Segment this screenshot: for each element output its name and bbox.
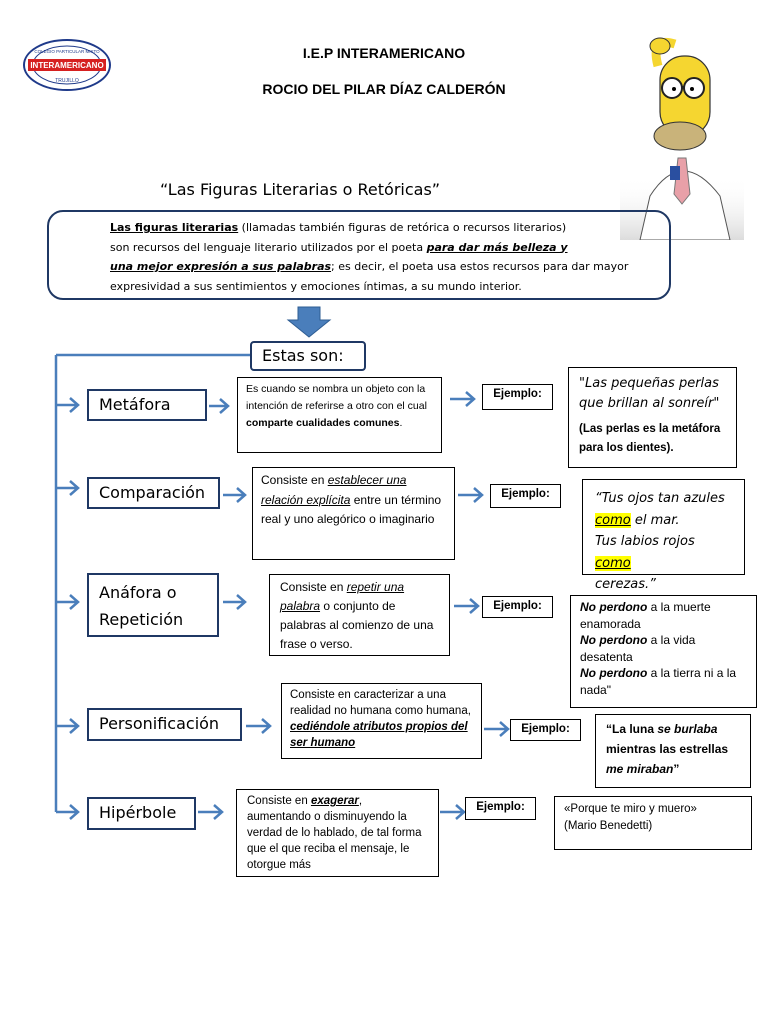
example-comparacion-l2: el mar. [630,512,680,528]
intro-box [47,210,671,300]
ejemplo-label-metafora: Ejemplo: [482,384,553,410]
def-hiperbole-a: Consiste en [247,795,311,807]
school-name: I.E.P INTERAMERICANO [302,45,466,61]
def-anafora-b: repetir una palabra [280,580,405,613]
def-metafora-b: comparte cualidades comunes [246,417,400,429]
example-anafora-r1: a la muerte enamorada [580,600,711,631]
def-hiperbole-b: exagerar [310,795,359,807]
example-anafora-n1: No perdono [580,600,648,614]
example-personificacion-c: mientras las estrellas [606,742,729,756]
term-personificacion: Personificación [87,708,242,741]
def-personificacion: Consiste en caracterizar a una realidad … [281,683,482,759]
example-personificacion-e: ” [673,762,680,776]
intro-term: Las figuras literarias [110,221,239,234]
logo-text-mid: INTERAMERICANO [30,61,103,70]
ejemplo-label-hiperbole: Ejemplo: [465,797,536,820]
logo-text-top: COLEGIO PARTICULAR MIXTO [34,49,100,54]
example-metafora: "Las pequeñas perlas que brillan al sonr… [568,367,737,468]
def-comparacion-a: Consiste en [261,473,328,487]
character-illustration [620,26,744,241]
author-name: ROCIO DEL PILAR DÍAZ CALDERÓN [262,81,506,97]
def-comparacion-c: entre un término real y uno alegórico o … [261,492,442,527]
def-hiperbole: Consiste en exagerar, aumentando o dismi… [236,789,439,877]
example-personificacion-a: “La luna [606,722,658,736]
term-comparacion: Comparación [87,477,220,509]
def-metafora-a: Es cuando se nombra un objeto con la int… [246,383,427,412]
estas-son-box: Estas son: [250,341,366,371]
def-anafora: Consiste en repetir una palabra o conjun… [269,574,450,656]
example-anafora-r3: a la tierra ni a la nada" [580,666,737,697]
example-anafora-r2: a la vida desatenta [580,633,696,664]
term-comparacion-label: Comparación [99,483,206,502]
term-anafora: Anáfora o Repetición [87,573,219,637]
logo-text-bottom: TRUJILLO [55,78,79,84]
page-title: “Las Figuras Literarias o Retóricas” [160,180,441,199]
intro-t3: ; es decir, el poeta usa estos recursos … [331,260,629,273]
term-hiperbole-label: Hipérbole [99,803,177,822]
example-anafora-n3: No perdono [580,666,648,680]
intro-bold1: para dar más belleza y [426,240,568,254]
intro-bold2: una mejor expresión a sus palabras [110,260,332,273]
def-hiperbole-c: , aumentando o disminuyendo la verdad de… [247,795,422,871]
example-metafora-note: (Las perlas es la metáfora para los dien… [579,423,721,454]
ejemplo-label-comparacion: Ejemplo: [490,484,561,508]
example-hiperbole-a: «Porque te miro y muero» [564,803,697,815]
example-metafora-quote: "Las pequeñas perlas que brillan al sonr… [579,376,720,411]
example-comparacion: “Tus ojos tan azules como el mar. Tus la… [582,479,745,592]
example-comparacion-como2: como [595,555,631,571]
example-anafora: No perdono a la muerte enamorada No perd… [570,595,757,708]
def-comparacion: Consiste en establecer una relación expl… [252,467,455,560]
intro-t2: son recursos del lenguaje literario util… [110,240,427,254]
def-metafora: Es cuando se nombra un objeto con la int… [237,377,442,453]
term-metafora-label: Metáfora [99,395,171,414]
example-personificacion: “La luna se burlaba mientras las estrell… [595,714,751,788]
term-hiperbole: Hipérbole [87,797,196,830]
example-personificacion-b: se burlaba [657,722,718,736]
example-anafora-n2: No perdono [580,633,648,647]
example-hiperbole-b: (Mario Benedetti) [564,820,653,832]
example-comparacion-como1: como [595,512,631,528]
example-comparacion-l1: “Tus ojos tan azules [595,491,725,506]
def-personificacion-a: Consiste en caracterizar a una realidad … [290,689,471,717]
def-personificacion-b: cediéndole atributos propios del ser hum… [290,721,468,749]
def-anafora-c: o conjunto de palabras al comienzo de un… [280,599,434,651]
term-personificacion-label: Personificación [99,714,220,733]
def-comparacion-b: establecer una relación explícita [261,473,407,507]
school-logo: INTERAMERICANO COLEGIO PARTICULAR MIXTO … [22,38,112,92]
ejemplo-label-anafora: Ejemplo: [482,596,553,618]
estas-son-label: Estas son: [262,346,344,365]
def-metafora-c: . [399,417,403,429]
intro-text: Las figuras literarias (llamadas también… [110,218,655,296]
intro-t4: expresividad a sus sentimientos y emocio… [110,279,522,293]
intro-t1: (llamadas también figuras de retórica o … [238,221,567,234]
example-comparacion-l4: cerezas.” [595,577,656,592]
ejemplo-label-personificacion: Ejemplo: [510,719,581,741]
example-personificacion-d: me miraban [606,762,674,776]
def-anafora-a: Consiste en [280,580,347,594]
term-metafora: Metáfora [87,389,207,421]
term-anafora-label2: Repetición [99,610,184,629]
example-hiperbole: «Porque te miro y muero» (Mario Benedett… [554,796,752,850]
example-comparacion-l3: Tus labios rojos [595,534,695,549]
term-anafora-label1: Anáfora o [99,583,177,602]
